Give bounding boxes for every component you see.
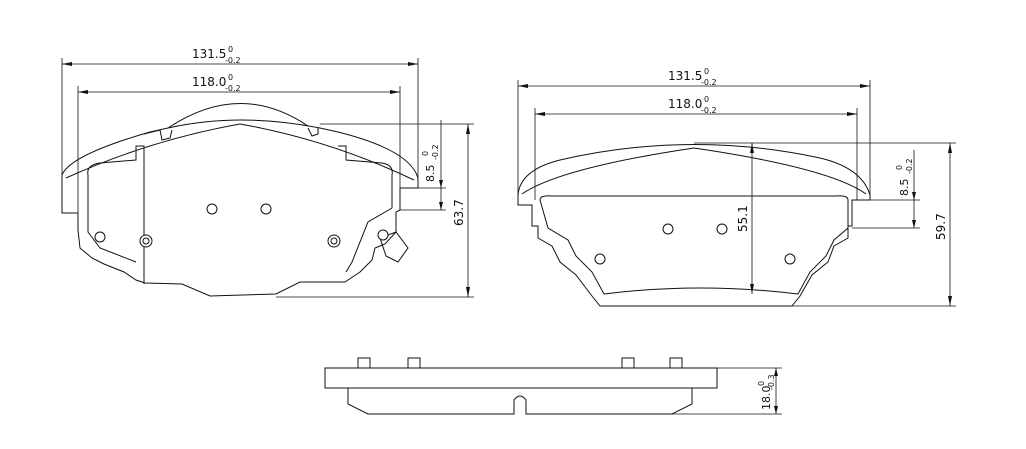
side-backing-plate bbox=[324, 367, 718, 389]
right-tab-height-arrows bbox=[912, 192, 916, 228]
left-overall-width-sup: 0 bbox=[228, 45, 233, 54]
right-tab-height-sup: 0 bbox=[895, 165, 904, 170]
right-corner-hole-right bbox=[784, 253, 796, 265]
left-tab-height-sup: 0 bbox=[421, 151, 430, 156]
side-tabs bbox=[357, 357, 683, 368]
right-center-hole-2 bbox=[716, 223, 728, 235]
left-overall-height-label: 63.7 bbox=[452, 199, 466, 226]
right-inner-width-sup: 0 bbox=[704, 95, 709, 104]
left-top-bulge bbox=[167, 103, 309, 129]
right-tab-height-label: 8.5 bbox=[898, 179, 911, 197]
right-overall-width-sup: 0 bbox=[704, 67, 709, 76]
left-inner-width-sub: -0.2 bbox=[225, 84, 241, 93]
left-lining-top-curve bbox=[65, 123, 415, 181]
side-brake-pad-view: 18.0 0 -0.3 bbox=[324, 357, 782, 415]
left-overall-width-label: 131.5 bbox=[192, 47, 226, 61]
left-overall-width-sub: -0.2 bbox=[225, 56, 241, 65]
left-sensor-hole bbox=[377, 229, 389, 241]
left-clip-hole-right-inner bbox=[330, 237, 338, 245]
side-thickness-label: 18.0 bbox=[760, 386, 773, 411]
side-thickness-sup: 0 bbox=[757, 381, 766, 386]
left-clip-hole-left-inner bbox=[142, 237, 150, 245]
left-clip-tabs bbox=[143, 127, 319, 141]
left-center-hole-2 bbox=[260, 203, 272, 215]
left-inner-pad-outline bbox=[87, 145, 393, 284]
right-lining-top-curve bbox=[521, 147, 867, 195]
side-lining bbox=[347, 388, 693, 415]
right-tab-height-sub: -0.2 bbox=[905, 158, 914, 174]
right-overall-height-label: 59.7 bbox=[934, 213, 948, 240]
left-wear-sensor-clip bbox=[379, 231, 409, 263]
right-center-hole-1 bbox=[662, 223, 674, 235]
left-brake-pad-view: 131.5 0 -0.2 118.0 0 -0.2 8.5 0 -0.2 63.… bbox=[61, 45, 474, 298]
right-overall-width-label: 131.5 bbox=[668, 69, 702, 83]
right-lining-height-label: 55.1 bbox=[736, 205, 750, 232]
right-overall-width-sub: -0.2 bbox=[701, 78, 717, 87]
right-backing-plate-outline bbox=[517, 143, 871, 307]
left-inner-width-sup: 0 bbox=[228, 73, 233, 82]
left-tab-height-arrows bbox=[439, 180, 443, 210]
right-corner-hole-left bbox=[594, 253, 606, 265]
side-thickness-sub: -0.3 bbox=[767, 374, 776, 390]
right-brake-pad-view: 131.5 0 -0.2 118.0 0 -0.2 55.1 8.5 0 -0.… bbox=[517, 67, 956, 307]
left-inner-width-label: 118.0 bbox=[192, 75, 226, 89]
left-tab-height-label: 8.5 bbox=[424, 165, 437, 183]
left-backing-plate-outline bbox=[61, 119, 419, 297]
right-lining-outline bbox=[539, 195, 849, 295]
left-tab-height-sub: -0.2 bbox=[431, 144, 440, 160]
left-center-hole-1 bbox=[206, 203, 218, 215]
right-inner-width-label: 118.0 bbox=[668, 97, 702, 111]
right-inner-width-sub: -0.2 bbox=[701, 106, 717, 115]
left-corner-hole-left bbox=[94, 231, 106, 243]
left-inner-lower-edge bbox=[87, 175, 393, 273]
